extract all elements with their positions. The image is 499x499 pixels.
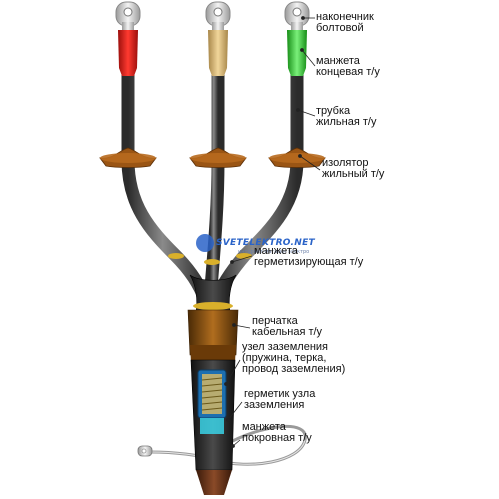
label-core-tube-line2: жильная т/у — [316, 116, 377, 128]
label-grounding-unit-line3: провод заземления) — [242, 363, 346, 375]
label-end-sleeve: манжета концевая т/у — [316, 56, 380, 78]
label-core-tube-line1: трубка — [316, 105, 351, 117]
label-grounding-unit-line2: (пружина, терка, — [242, 352, 327, 364]
watermark-brand: SVETELEKTRO.NET — [216, 238, 315, 248]
cable-lug-left-icon — [115, 1, 141, 30]
label-lug-line2: болтовой — [316, 22, 364, 34]
watermark-logo-icon — [196, 234, 214, 252]
end-sleeve-red — [118, 30, 138, 76]
leader-lines — [224, 16, 321, 448]
label-insulator-line1: изолятор — [322, 157, 369, 169]
label-sealing-sleeve-line1: манжета — [254, 245, 298, 257]
end-sleeve-green — [287, 30, 307, 76]
label-grounding-sealant-line2: заземления — [244, 399, 305, 411]
core-seal-rings — [168, 253, 252, 265]
grounding-lug-icon — [137, 445, 153, 457]
label-insulator: изолятор жильный т/у — [322, 158, 384, 180]
label-sealing-sleeve: манжета герметизирующая т/у — [254, 246, 363, 268]
end-sleeve-beige — [208, 30, 228, 76]
label-core-tube: трубка жильная т/у — [316, 106, 376, 128]
label-lug-line1: наконечник — [316, 11, 374, 23]
watermark-tagline: интернет-магазин электро — [238, 249, 310, 255]
cable-lug-middle-icon — [205, 1, 231, 30]
cable-core-end — [196, 470, 232, 495]
label-cover-sleeve-line2: покровная т/у — [242, 432, 312, 444]
label-sealing-sleeve-line2: герметизирующая т/у — [254, 256, 364, 268]
cable-glove — [187, 309, 239, 356]
core-cable-middle — [203, 65, 225, 307]
label-cover-sleeve: манжета покровная т/у — [242, 422, 312, 444]
label-grounding-sealant: герметик узла заземления — [244, 389, 315, 411]
label-end-sleeve-line1: манжета — [316, 55, 360, 67]
core-cable-left — [121, 65, 212, 307]
core-insulator-middle — [189, 147, 247, 168]
grounding-spring-coils — [201, 377, 223, 411]
label-grounding-unit-line1: узел заземления — [242, 341, 328, 353]
label-glove-line1: перчатка — [252, 315, 298, 327]
core-insulator-left — [99, 147, 157, 168]
label-cover-sleeve-line1: манжета — [242, 421, 286, 433]
sealing-sleeve-ring — [193, 302, 233, 310]
label-insulator-line2: жильный т/у — [322, 168, 385, 180]
grounding-sealant — [200, 418, 224, 434]
label-grounding-unit: узел заземления (пружина, терка, провод … — [242, 342, 345, 375]
watermark: SVETELEKTRO.NET интернет-магазин электро — [196, 234, 315, 255]
glove-lower-band — [190, 345, 236, 362]
label-lug: наконечник болтовой — [316, 12, 374, 34]
label-end-sleeve-line2: концевая т/у — [316, 66, 380, 78]
cable-lug-right-icon — [284, 1, 310, 30]
label-grounding-sealant-line1: герметик узла — [244, 388, 316, 400]
label-glove-line2: кабельная т/у — [252, 326, 323, 338]
core-insulator-right — [268, 147, 326, 168]
label-glove: перчатка кабельная т/у — [252, 316, 322, 338]
